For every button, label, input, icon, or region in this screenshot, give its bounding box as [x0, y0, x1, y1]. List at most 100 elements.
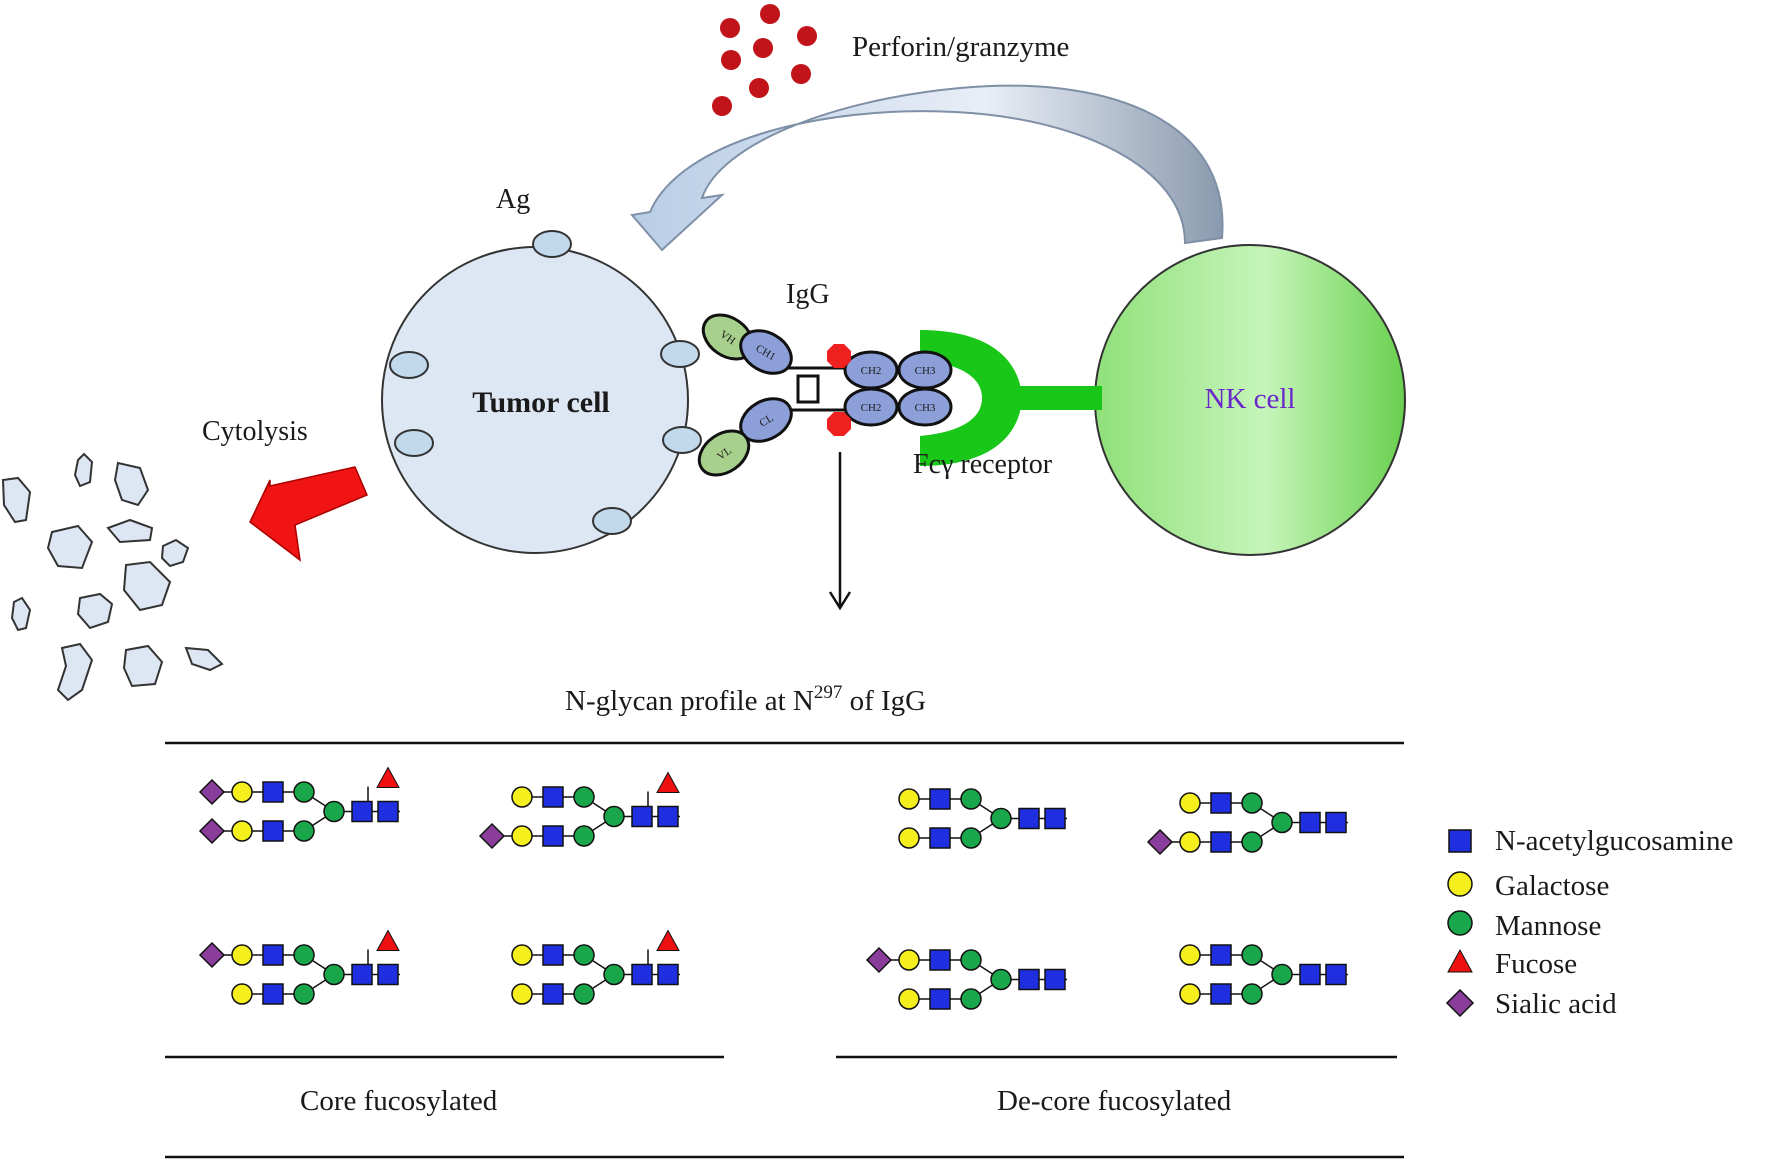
ch2-label: CH2: [861, 402, 882, 414]
granule: [721, 50, 741, 70]
legend-swatch-mannose: [1447, 910, 1473, 936]
nk-cell-label: NK cell: [1205, 383, 1296, 415]
mannose-residue: [573, 983, 595, 1005]
granule: [749, 78, 769, 98]
legend-label-fucose: Fucose: [1495, 948, 1577, 980]
glcnac-residue: [351, 800, 373, 823]
glcnac-residue: [1210, 944, 1232, 966]
hinge-disulfide: [796, 374, 820, 404]
mannose-residue: [573, 786, 595, 808]
glcnac-residue: [657, 963, 679, 986]
galactose-residue: [231, 944, 253, 966]
glycan-profile-title-main: N-glycan profile at N: [565, 685, 814, 717]
glcnac-residue: [262, 820, 284, 842]
mannose-residue: [293, 983, 315, 1005]
antigen: [532, 230, 572, 258]
fragment: [56, 642, 94, 702]
perforin-label: Perforin/granzyme: [852, 31, 1069, 63]
glcnac-residue: [1299, 963, 1321, 986]
fragment: [1, 476, 32, 524]
glcnac-residue: [377, 800, 399, 823]
antigen: [592, 507, 632, 535]
fucose-residue: [376, 929, 400, 951]
fragment: [122, 644, 164, 688]
mannose-residue: [603, 805, 625, 828]
mannose-residue: [960, 827, 982, 849]
glcnac-residue: [631, 963, 653, 986]
legend-label-mannose: Mannose: [1495, 910, 1601, 942]
glcnac-residue: [1325, 811, 1347, 834]
glcnac-residue: [262, 983, 284, 1005]
mannose-residue: [1271, 811, 1293, 834]
glcnac-residue: [1044, 807, 1066, 830]
glycan-site: [827, 412, 851, 436]
galactose-residue: [511, 944, 533, 966]
galactose-residue: [231, 983, 253, 1005]
galactose-residue: [1179, 944, 1201, 966]
legend-swatch-fucose: [1447, 948, 1473, 973]
ch3-label: CH3: [915, 402, 936, 414]
galactose-residue: [898, 827, 920, 849]
ch2-domain: [843, 387, 899, 427]
glcnac-residue: [1044, 968, 1066, 991]
galactose-residue: [898, 788, 920, 810]
glycan-structures: [198, 766, 1348, 1010]
tumor-cell-label: Tumor cell: [472, 386, 610, 419]
galactose-residue: [1179, 983, 1201, 1005]
glcnac-residue: [657, 805, 679, 828]
mannose-residue: [573, 825, 595, 847]
mannose-residue: [573, 944, 595, 966]
granule: [753, 38, 773, 58]
perforin-delivery-arrow: [630, 84, 1224, 252]
glcnac-residue: [542, 983, 564, 1005]
sialic-acid-residue: [198, 817, 226, 845]
cytolysis-label: Cytolysis: [202, 416, 308, 447]
glcnac-residue: [929, 788, 951, 810]
glcnac-residue: [1299, 811, 1321, 834]
glcnac-residue: [929, 949, 951, 971]
galactose-residue: [511, 786, 533, 808]
fragment: [113, 461, 150, 507]
galactose-residue: [898, 949, 920, 971]
ch1-domain: [739, 329, 793, 375]
galactose-residue: [231, 781, 253, 803]
sialic-acid-residue: [478, 822, 506, 850]
glcnac-residue: [1018, 807, 1040, 830]
fragment: [106, 518, 154, 544]
glcnac-residue: [377, 963, 399, 986]
mannose-residue: [990, 807, 1012, 830]
glcnac-residue: [1018, 968, 1040, 991]
glcnac-residue: [1210, 831, 1232, 853]
antigen-label: Ag: [496, 184, 530, 215]
antigen: [662, 426, 702, 454]
sialic-acid-residue: [865, 946, 893, 974]
glcnac-residue: [542, 786, 564, 808]
galactose-residue: [1179, 831, 1201, 853]
mannose-residue: [1241, 831, 1263, 853]
igg-label: IgG: [786, 279, 830, 310]
fucose-residue: [656, 929, 680, 951]
mannose-residue: [990, 968, 1012, 991]
ch3-label: CH3: [915, 365, 936, 377]
antigen: [389, 351, 429, 379]
fragment: [76, 592, 114, 630]
fc-receptor-label: Fcγ receptor: [913, 449, 1053, 480]
fragment: [160, 538, 190, 568]
granule: [797, 26, 817, 46]
mannose-residue: [1271, 963, 1293, 986]
fucose-residue: [376, 766, 400, 788]
glycan-profile-title-sup: 297: [814, 682, 843, 703]
galactose-residue: [231, 820, 253, 842]
decore-fucosylated-label: De-core fucosylated: [997, 1085, 1232, 1117]
fucose-residue: [656, 771, 680, 793]
legend-label-sialic-acid: Sialic acid: [1495, 988, 1617, 1020]
ch2-label: CH2: [861, 365, 882, 377]
legend-swatch-galactose: [1447, 871, 1473, 897]
fragment: [73, 452, 94, 488]
antigen: [660, 340, 700, 368]
glcnac-residue: [631, 805, 653, 828]
fragment: [122, 560, 172, 612]
glcnac-residue: [542, 825, 564, 847]
glycan-site: [827, 344, 851, 368]
antigen: [394, 429, 434, 457]
